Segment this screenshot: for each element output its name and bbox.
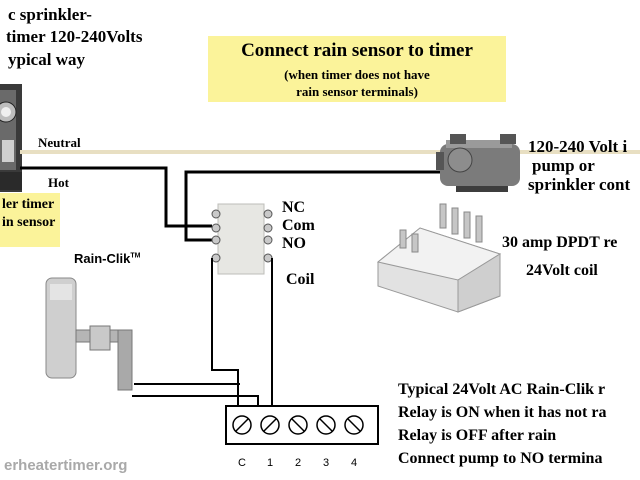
relay-photo-icon [376, 203, 502, 313]
watermark: erheatertimer.org [4, 457, 128, 474]
neutral-label: Neutral [38, 135, 81, 150]
header-line-1: c sprinkler- [8, 5, 92, 24]
relay-nc-label: NC [282, 199, 306, 216]
terminal-label-c: C [238, 457, 246, 469]
terminal-screw-4 [344, 415, 364, 435]
hot-label: Hot [48, 175, 69, 190]
pump-label-line-3: sprinkler cont [528, 175, 631, 194]
rainclik-label-text: Rain-Clik [74, 251, 131, 266]
relay-terminal-left [211, 209, 221, 263]
banner-subtitle-1: (when timer does not have [284, 67, 430, 82]
relay-coil-label: Coil [286, 271, 315, 288]
relay-terminal-right [263, 209, 273, 263]
rainclik-wire-2 [132, 395, 259, 408]
banner-subtitle-2: rain sensor terminals) [296, 84, 418, 99]
title-banner: Connect rain sensor to timer (when timer… [208, 36, 506, 102]
header-line-2: timer 120-240Volts [6, 27, 143, 46]
relay-spec-line-2: 24Volt coil [526, 262, 598, 279]
terminal-screw-c [232, 415, 252, 435]
note-line-4: Connect pump to NO termina [398, 450, 603, 467]
terminal-label-4: 4 [351, 457, 357, 469]
hot-wire [20, 166, 212, 228]
note-line-2: Relay is ON when it has not ra [398, 404, 607, 421]
terminal-label-2: 2 [295, 457, 301, 469]
terminal-screw-1 [260, 415, 280, 435]
terminal-label-3: 3 [323, 457, 329, 469]
rainclik-sensor-icon [45, 277, 133, 391]
terminal-strip: C 1 2 3 4 [225, 405, 379, 469]
timer-label-line-2: in sensor [2, 215, 56, 230]
terminal-screw-3 [316, 415, 336, 435]
pump-motor-icon [436, 134, 520, 192]
rainclik-tm: TM [130, 252, 141, 260]
pump-label-line-1: 120-240 Volt i [528, 137, 628, 156]
note-line-1: Typical 24Volt AC Rain-Clik r [398, 381, 606, 398]
rainclik-label: Rain-ClikTM [74, 251, 140, 266]
relay-com-label: Com [282, 217, 315, 234]
pump-label-line-2: pump or [532, 156, 595, 175]
timer-device-icon [0, 84, 22, 192]
note-line-3: Relay is OFF after rain [398, 427, 557, 444]
timer-label-box: ler timer in sensor [0, 193, 60, 247]
header-line-3: ypical way [8, 50, 85, 69]
pump-wire [184, 170, 452, 242]
relay-no-label: NO [282, 235, 306, 252]
relay-spec-line-1: 30 amp DPDT re [502, 234, 618, 251]
terminal-label-1: 1 [267, 457, 273, 469]
coil-wire-left [211, 258, 239, 408]
banner-title: Connect rain sensor to timer [241, 40, 473, 61]
relay-schematic [211, 203, 273, 275]
terminal-screw-2 [288, 415, 308, 435]
timer-label-line-1: ler timer [2, 197, 55, 212]
